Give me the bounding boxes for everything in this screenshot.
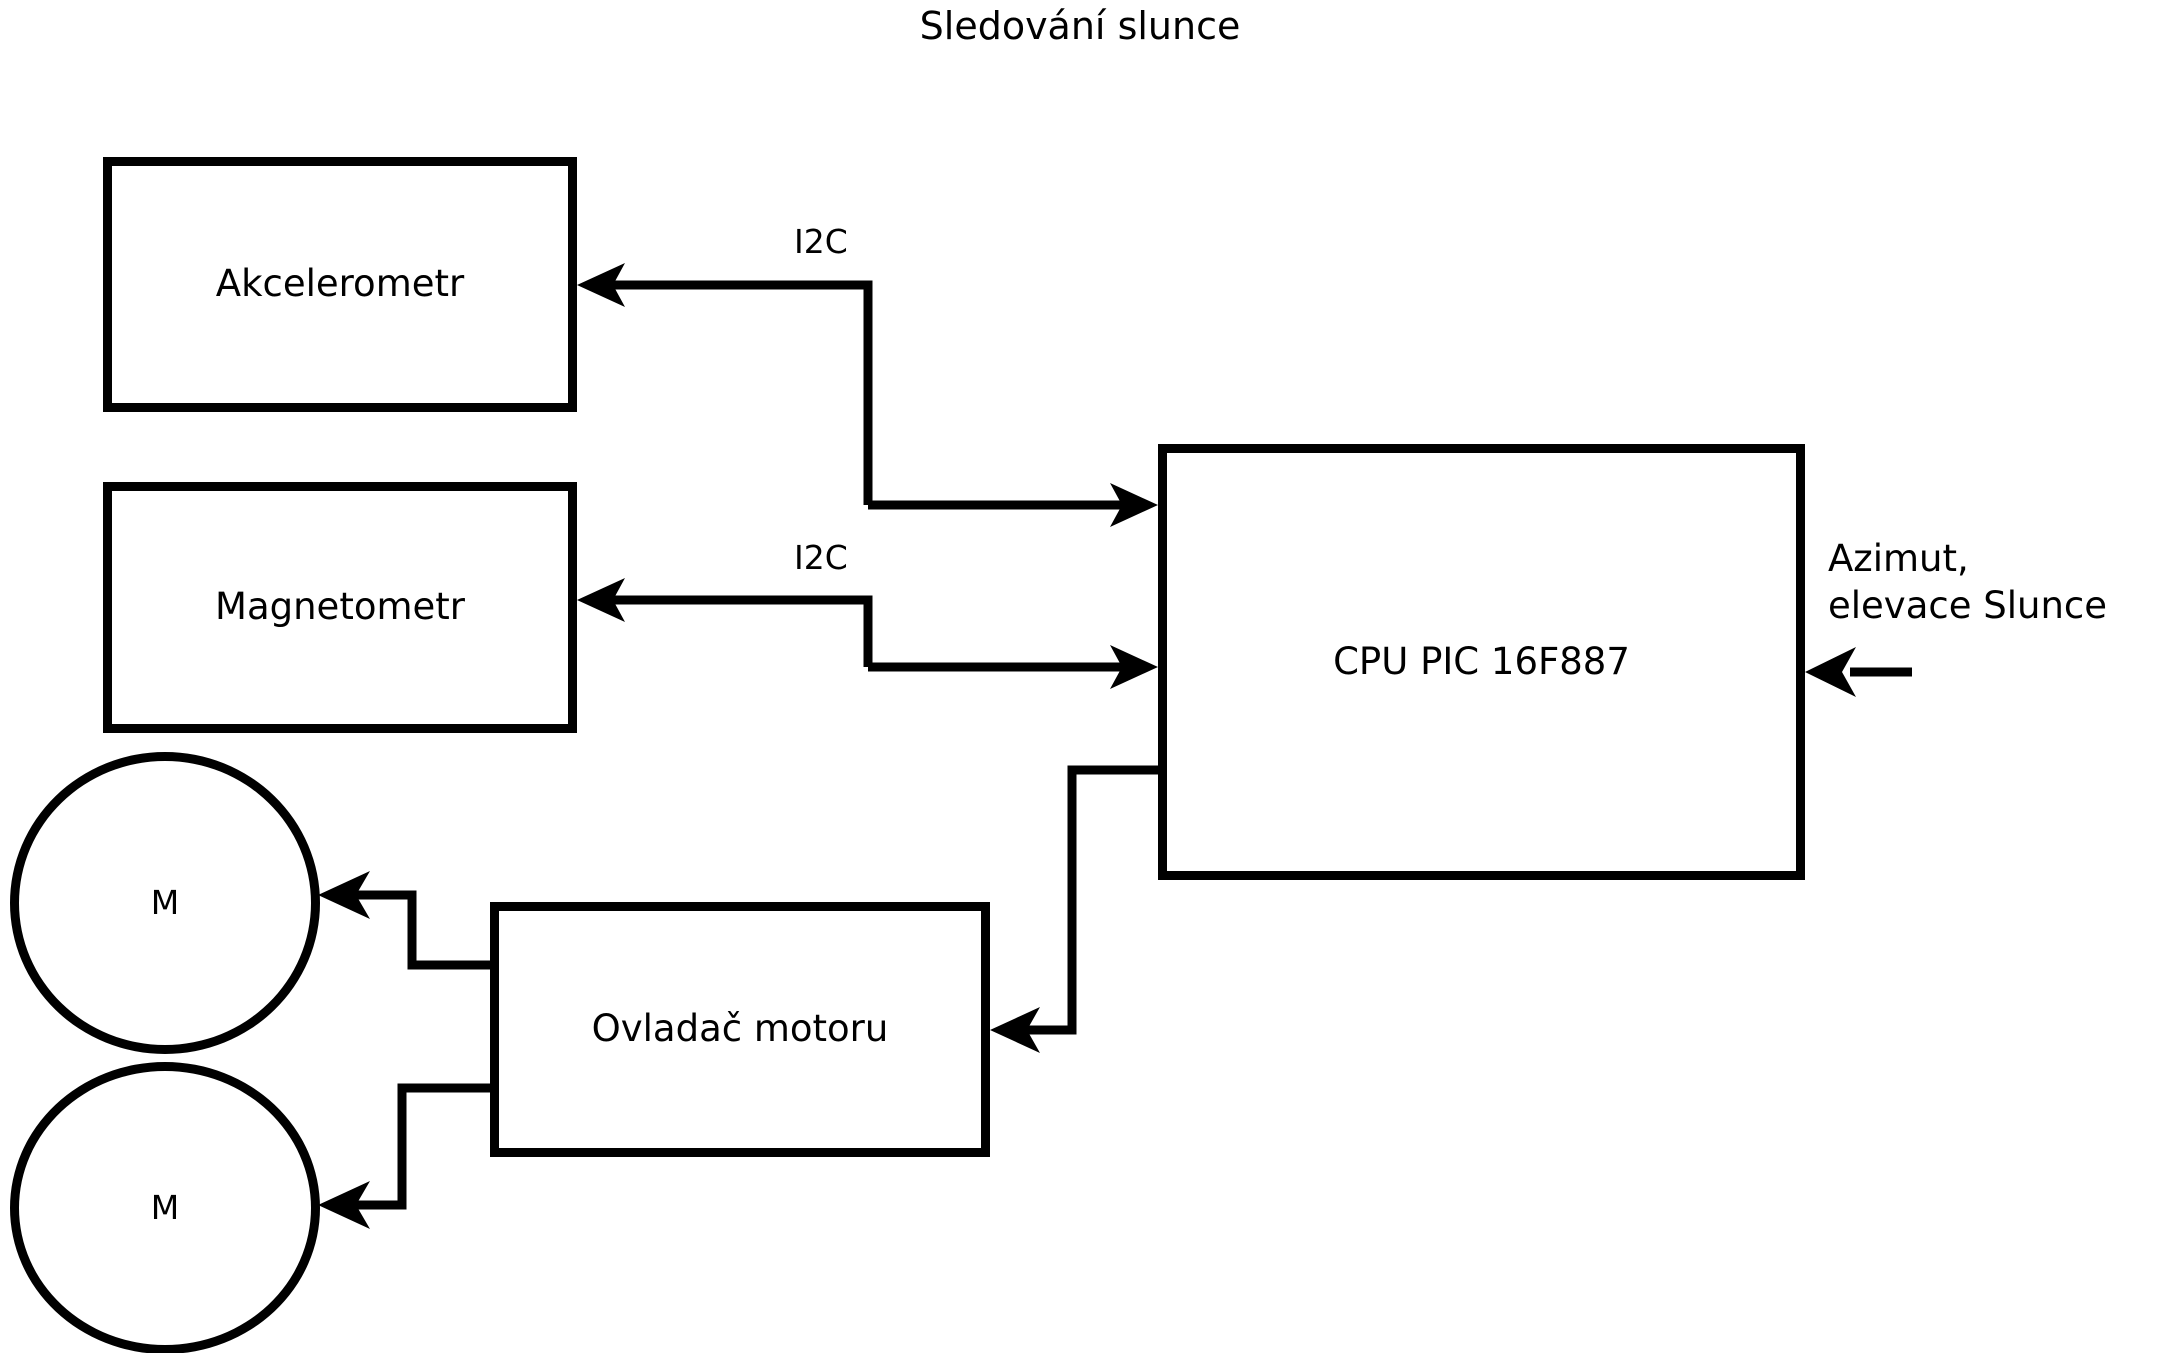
node-akcelerometr-label: Akcelerometr [215, 262, 465, 306]
edge-label-i2c-lower: I2C [794, 538, 848, 577]
node-ovladac-motoru[interactable]: Ovladač motoru [490, 902, 990, 1157]
node-magnetometr-label: Magnetometr [215, 585, 465, 629]
edge-label-i2c-upper: I2C [794, 222, 848, 261]
edge-ovladac-to-motor-2 [318, 1083, 490, 1229]
node-ovladac-motoru-label: Ovladač motoru [591, 1007, 889, 1051]
edge-cpu-to-magnetometr [577, 578, 873, 667]
node-cpu-label: CPU PIC 16F887 [1333, 639, 1630, 683]
node-motor-2-label: M [150, 1188, 180, 1228]
node-motor-1[interactable]: M [10, 752, 320, 1054]
external-input-label-line1: Azimut, [1828, 537, 1969, 580]
node-motor-1-label: M [150, 883, 180, 923]
edge-akcelerometr-to-cpu [868, 483, 1158, 527]
node-akcelerometr[interactable]: Akcelerometr [103, 157, 577, 412]
external-input-label-line2: elevace Slunce [1828, 584, 2108, 627]
edge-external-to-cpu [1805, 647, 1912, 697]
edge-cpu-to-ovladac [990, 765, 1158, 1053]
diagram-title: Sledování slunce [919, 4, 1241, 48]
edge-ovladac-to-motor-1 [318, 871, 490, 970]
node-motor-2[interactable]: M [10, 1062, 320, 1353]
edge-cpu-to-akcelerometr [577, 263, 873, 505]
node-magnetometr[interactable]: Magnetometr [103, 482, 577, 733]
edge-magnetometr-to-cpu [868, 645, 1158, 689]
node-cpu[interactable]: CPU PIC 16F887 [1158, 444, 1805, 880]
